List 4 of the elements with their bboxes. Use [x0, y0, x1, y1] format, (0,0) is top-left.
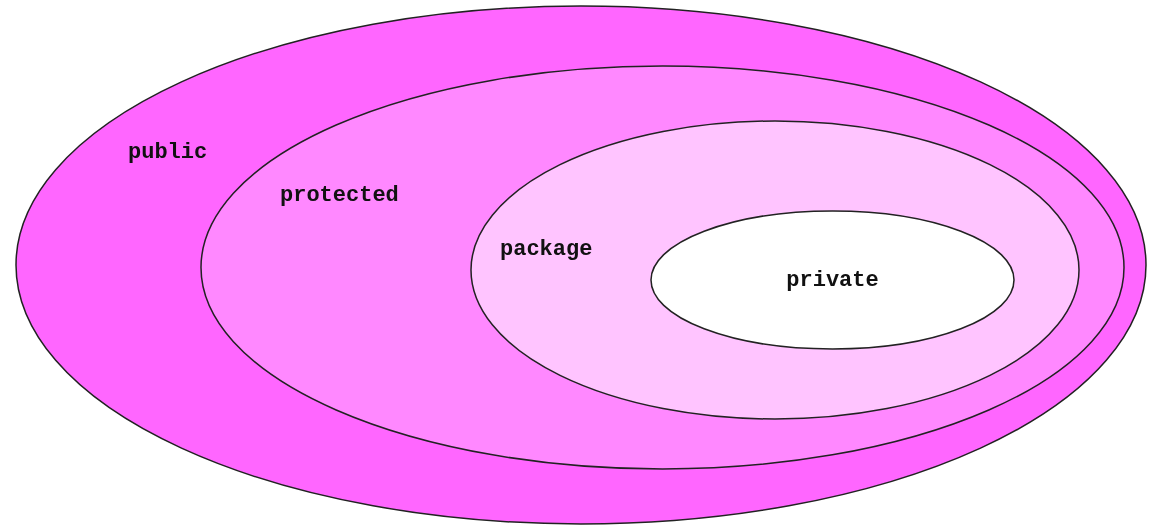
region-label: package	[500, 237, 593, 262]
region-label: public	[128, 140, 208, 165]
region-label: private	[786, 267, 879, 293]
region-label: protected	[280, 183, 399, 208]
